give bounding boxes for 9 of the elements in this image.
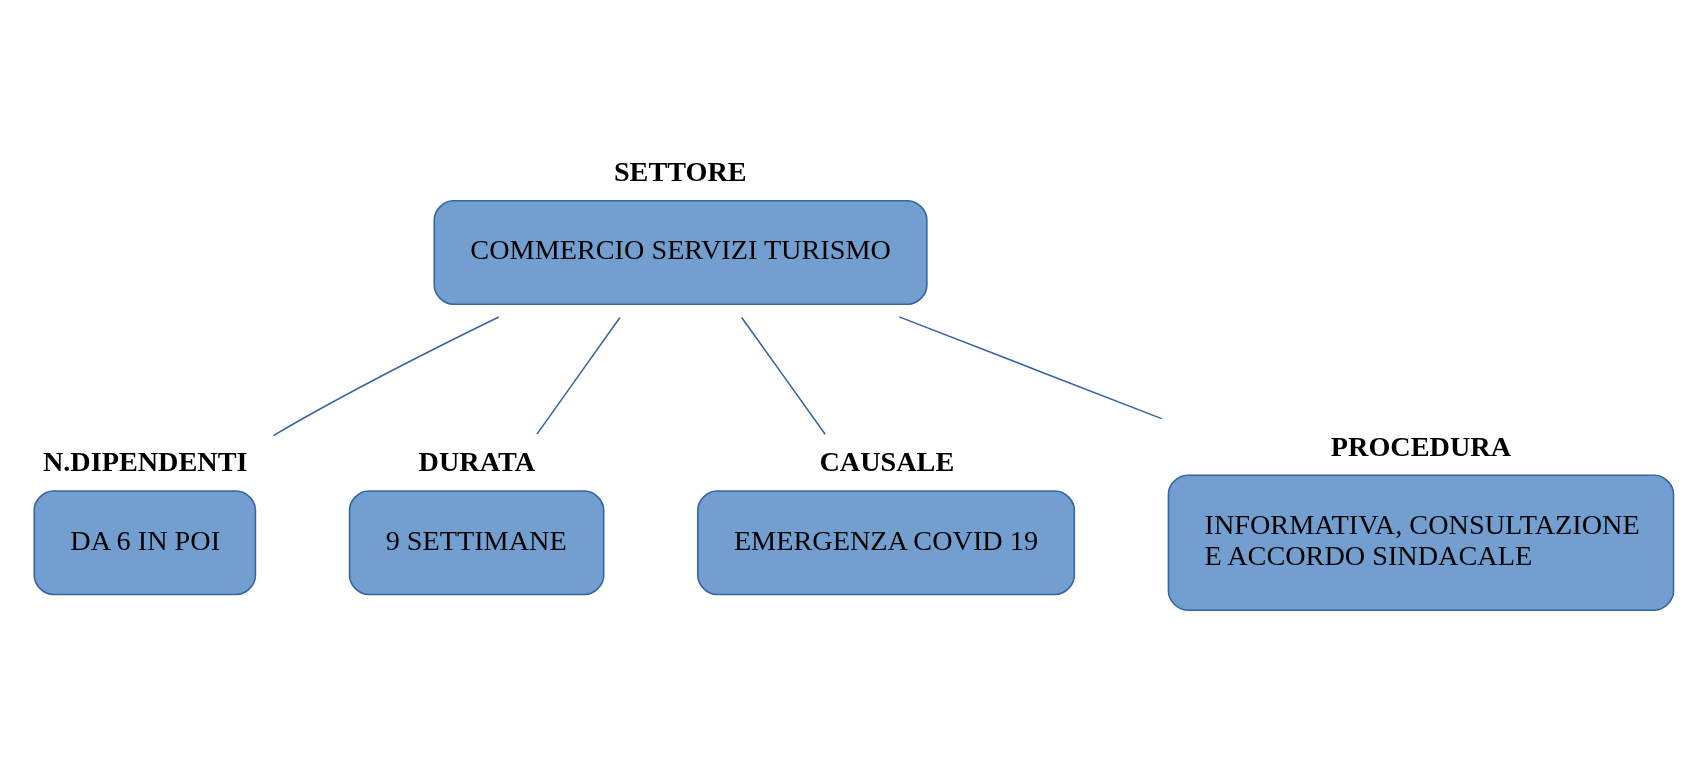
node-label: N.DIPENDENTI xyxy=(42,445,248,477)
node-label: SETTORE xyxy=(613,155,747,187)
node-label: PROCEDURA xyxy=(1330,430,1512,461)
node-label: CAUSALE xyxy=(819,445,955,477)
connector xyxy=(740,316,826,435)
connector xyxy=(898,315,1163,419)
node-label: DURATA xyxy=(418,445,536,477)
connector xyxy=(536,316,621,435)
connector xyxy=(272,315,500,436)
